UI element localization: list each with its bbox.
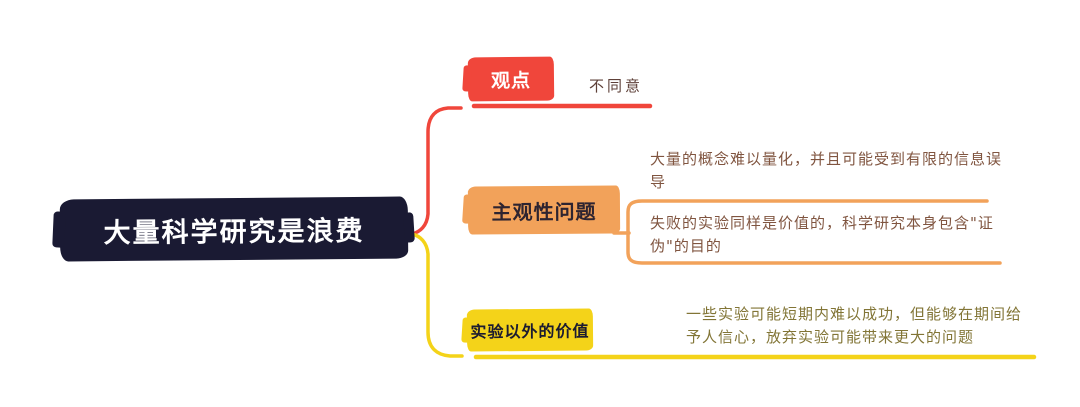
topic-subjectivity-label: 主观性问题 <box>491 199 597 224</box>
child-failed-experiments-value[interactable]: 失败的实验同样是价值的，科学研究本身包含"证伪"的目的 <box>650 214 994 255</box>
root-node-label: 大量科学研究是浪费 <box>103 215 365 249</box>
topic-value-beyond-experiment[interactable]: 实验以外的价值 <box>466 308 594 352</box>
topic-viewpoint[interactable]: 观点 <box>467 56 555 102</box>
child-quantify-difficulty[interactable]: 大量的概念难以量化，并且可能受到有限的信息误导 <box>650 150 1003 191</box>
connector-branch-value <box>410 232 464 358</box>
topic-subjectivity[interactable]: 主观性问题 <box>467 185 621 235</box>
topic-value-beyond-experiment-label: 实验以外的价值 <box>470 321 590 342</box>
root-node[interactable]: 大量科学研究是浪费 <box>59 196 409 262</box>
topic-viewpoint-label: 观点 <box>490 69 532 92</box>
connector-branch-viewpoint <box>410 106 463 236</box>
child-confidence-value[interactable]: 一些实验可能短期内难以成功，但能够在期间给予人信心，放弃实验可能带来更大的问题 <box>686 305 1023 346</box>
child-disagree[interactable]: 不同意 <box>589 77 644 95</box>
